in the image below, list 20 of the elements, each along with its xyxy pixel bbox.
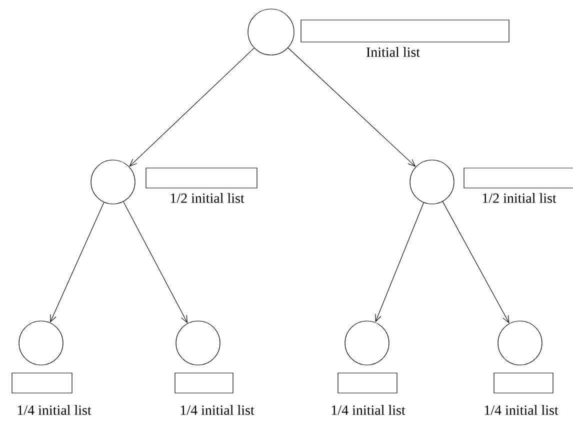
list-label: 1/2 initial list [170,193,244,203]
circle-node [176,320,220,366]
list-label: 1/4 initial list [484,405,558,415]
list-label: 1/2 initial list [482,193,556,203]
circle-node [410,160,454,204]
list-label: 1/4 initial list [18,405,92,415]
circle-node [498,320,542,366]
arrow [288,48,416,167]
circle-node [344,320,390,366]
list-label: Initial list [366,47,420,57]
list-label: 1/4 initial list [180,405,254,415]
circle-node [18,320,64,366]
arrow [375,202,424,322]
list-label: 1/4 initial list [332,405,406,415]
arrow [50,202,104,323]
arrow [442,201,510,324]
arrow [123,201,188,324]
circle-node [248,8,294,56]
circle-node [90,160,136,204]
arrow [129,48,254,167]
